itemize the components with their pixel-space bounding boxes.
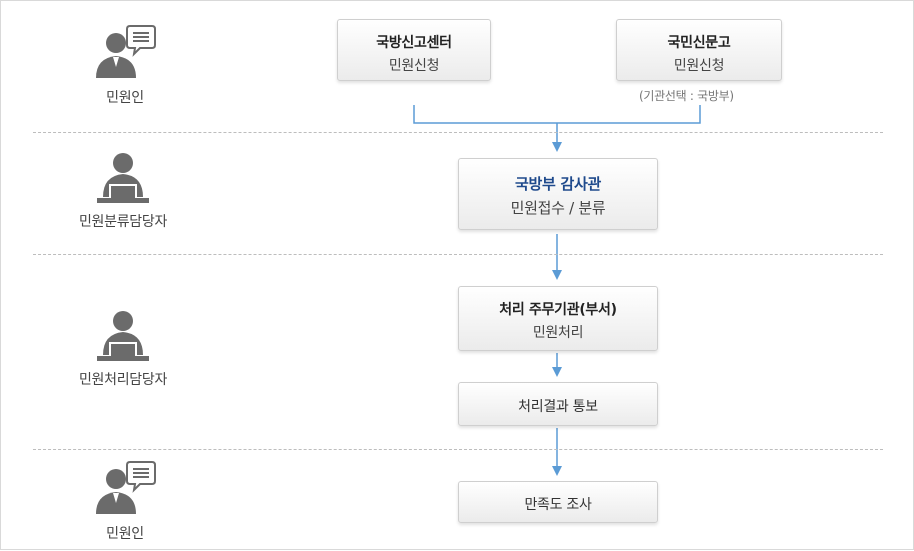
- mnd-report-center-box: 국방신고센터 민원신청: [337, 19, 491, 81]
- box-label: 처리결과 통보: [518, 399, 598, 415]
- agency-selection-note: (기관선택 : 국방부): [639, 89, 734, 103]
- box-title: 처리 주무기관(부서): [499, 302, 617, 318]
- role-label: 민원분류담당자: [78, 214, 168, 230]
- section-divider: [33, 254, 883, 255]
- box-subtitle: 민원신청: [388, 58, 440, 74]
- notify-result-box: 처리결과 통보: [458, 382, 658, 426]
- epeople-box: 국민신문고 민원신청: [616, 19, 782, 81]
- section-divider: [33, 449, 883, 450]
- satisfaction-survey-box: 만족도 조사: [458, 481, 658, 523]
- box-subtitle: 민원신청: [673, 58, 725, 74]
- role-petitioner: 민원인: [55, 23, 195, 107]
- role-label: 민원인: [106, 526, 144, 542]
- box-title: 국방부 감사관: [515, 175, 601, 193]
- person-laptop-icon: [97, 153, 149, 203]
- box-title: 국방신고센터: [376, 35, 452, 51]
- box-subtitle: 민원처리: [532, 325, 584, 341]
- person-laptop-icon: [97, 311, 149, 361]
- box-title: 국민신문고: [667, 35, 731, 51]
- role-label: 민원인: [106, 90, 144, 106]
- person-speech-bubble-icon: [96, 25, 156, 78]
- role-processor: 민원처리담당자: [53, 309, 193, 389]
- inspector-box: 국방부 감사관 민원접수 / 분류: [458, 158, 658, 230]
- person-speech-bubble-icon: [96, 461, 156, 514]
- role-label: 민원처리담당자: [78, 372, 168, 388]
- role-petitioner: 민원인: [55, 459, 195, 543]
- handling-agency-box: 처리 주무기관(부서) 민원처리: [458, 286, 658, 351]
- section-divider: [33, 132, 883, 133]
- role-classifier: 민원분류담당자: [53, 151, 193, 231]
- box-subtitle: 민원접수 / 분류: [510, 199, 606, 217]
- merge-connector: [413, 105, 701, 124]
- box-label: 만족도 조사: [524, 497, 592, 513]
